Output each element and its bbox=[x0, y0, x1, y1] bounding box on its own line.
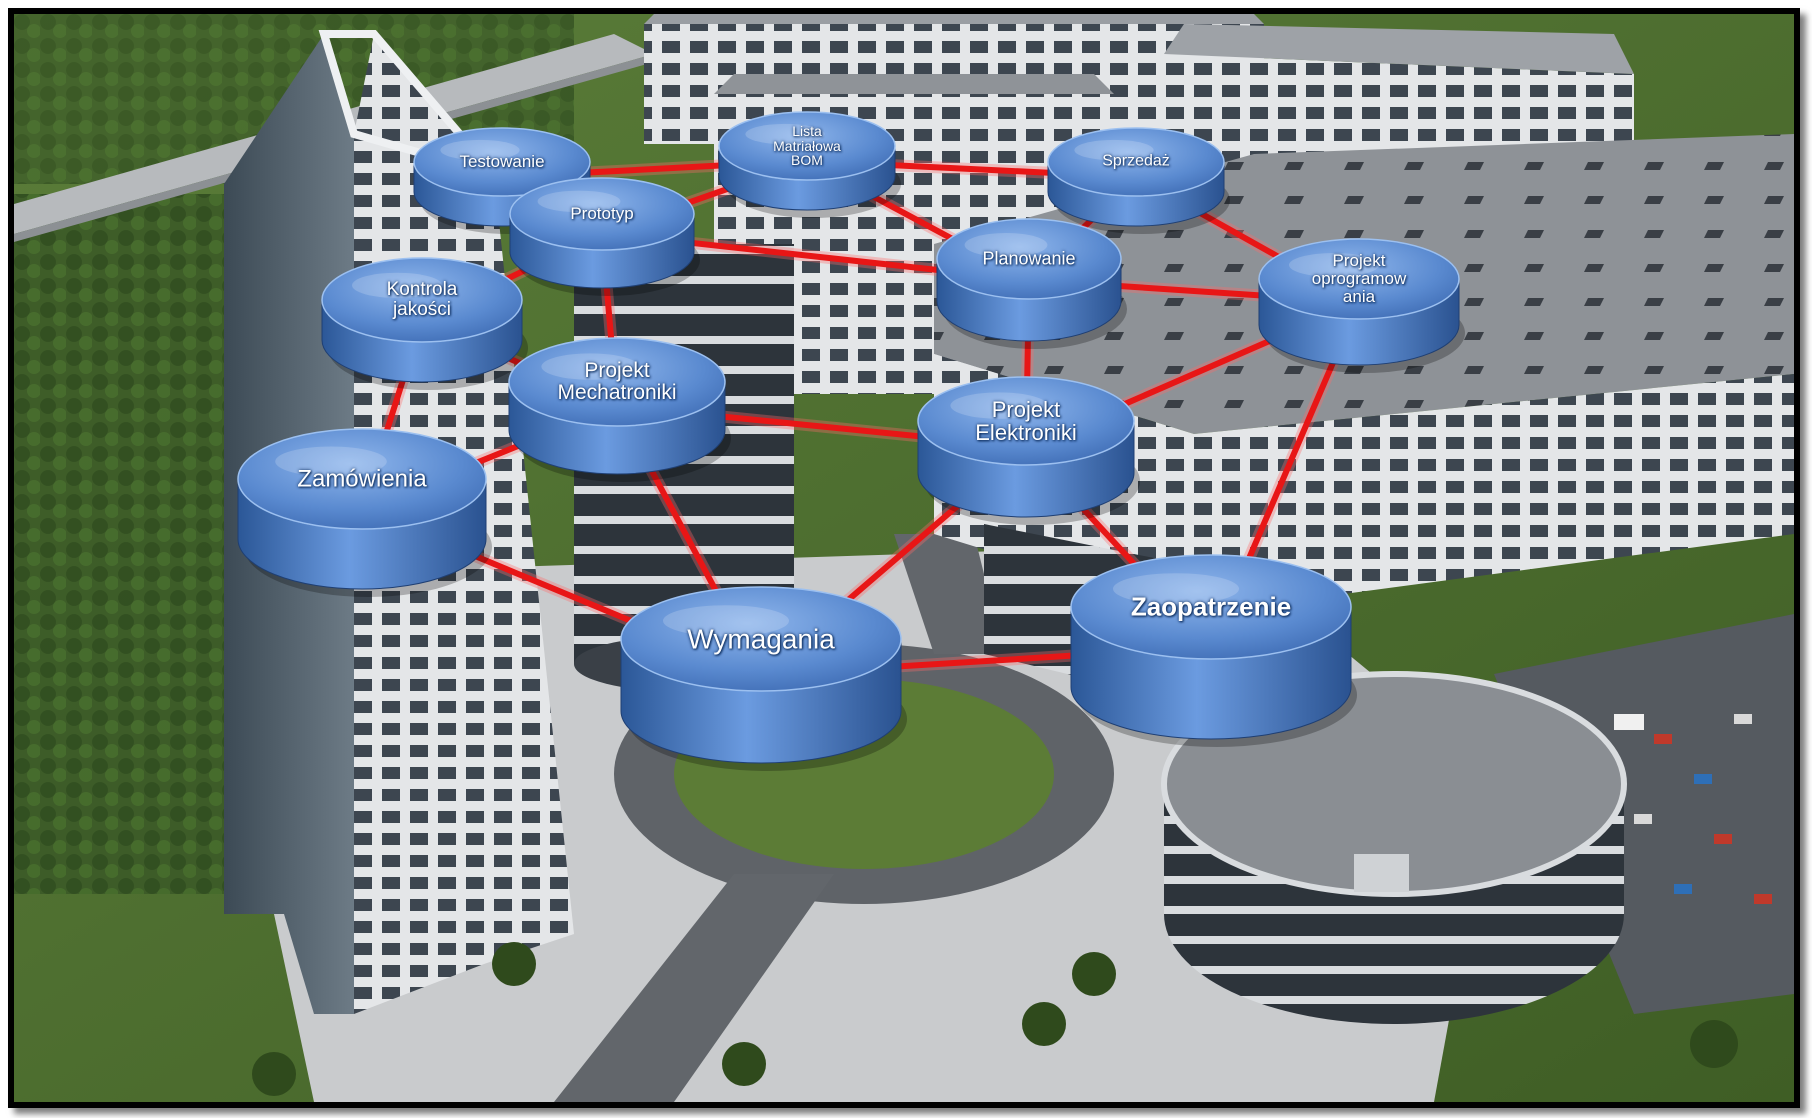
disk-mechatronika bbox=[508, 337, 731, 482]
road-north bbox=[894, 534, 1004, 654]
label-line: Wymagania bbox=[687, 623, 835, 655]
disk-lista bbox=[718, 111, 901, 218]
label-line: jakości bbox=[392, 299, 452, 320]
disk-projekt-oprogramowania bbox=[1258, 238, 1465, 373]
label-wymagania: Wymagania bbox=[687, 623, 835, 655]
disk-prototyp bbox=[509, 177, 700, 296]
label-line: Prototyp bbox=[570, 204, 634, 224]
label-zaopatrzenie: Zaopatrzenie bbox=[1130, 591, 1292, 622]
label-line: Lista bbox=[792, 122, 822, 139]
label-planowanie: Planowanie bbox=[982, 248, 1076, 269]
label-line: Elektroniki bbox=[975, 420, 1077, 445]
label-testowanie: Testowanie bbox=[459, 153, 544, 171]
label-line: Zamówienia bbox=[297, 465, 427, 493]
disk-planowanie bbox=[936, 218, 1127, 349]
disk-wymagania bbox=[620, 586, 907, 771]
disk-sprzedaz bbox=[1047, 127, 1230, 234]
label-sprzedaz: Sprzedaż bbox=[1102, 152, 1170, 171]
label-line: Projekt bbox=[584, 358, 650, 382]
label-line: Testowanie bbox=[459, 152, 545, 172]
label-line: ania bbox=[1342, 286, 1376, 306]
label-line: Matriałowa bbox=[773, 137, 841, 154]
parked-cars bbox=[1614, 714, 1772, 904]
disk-kontrola bbox=[321, 257, 528, 390]
label-line: Zaopatrzenie bbox=[1130, 591, 1292, 622]
label-line: Mechatroniki bbox=[557, 381, 677, 404]
roof-box bbox=[1354, 854, 1409, 892]
label-prototyp: Prototyp bbox=[570, 205, 633, 223]
label-line: Projekt bbox=[991, 396, 1061, 422]
disk-zamowienia bbox=[237, 428, 492, 597]
label-line: Sprzedaż bbox=[1102, 152, 1170, 170]
back-building-1-roof bbox=[644, 14, 1264, 24]
label-line: Planowanie bbox=[982, 248, 1076, 269]
label-zamowienia: Zamówienia bbox=[297, 466, 426, 491]
main-building-front bbox=[934, 354, 1794, 614]
label-line: oprogramow bbox=[1311, 269, 1407, 289]
label-line: Kontrola bbox=[386, 279, 458, 301]
label-line: BOM bbox=[791, 152, 823, 169]
road-south bbox=[554, 874, 834, 1102]
back-building-2-roof bbox=[1164, 24, 1634, 74]
trees bbox=[252, 942, 1738, 1096]
mid-building-roof bbox=[714, 74, 1114, 94]
nodes bbox=[237, 111, 1465, 771]
label-line: Projekt bbox=[1332, 251, 1386, 271]
scene bbox=[14, 14, 1794, 1102]
disk-elektronika bbox=[917, 376, 1140, 525]
disk-zaopatrzenie bbox=[1070, 554, 1357, 747]
